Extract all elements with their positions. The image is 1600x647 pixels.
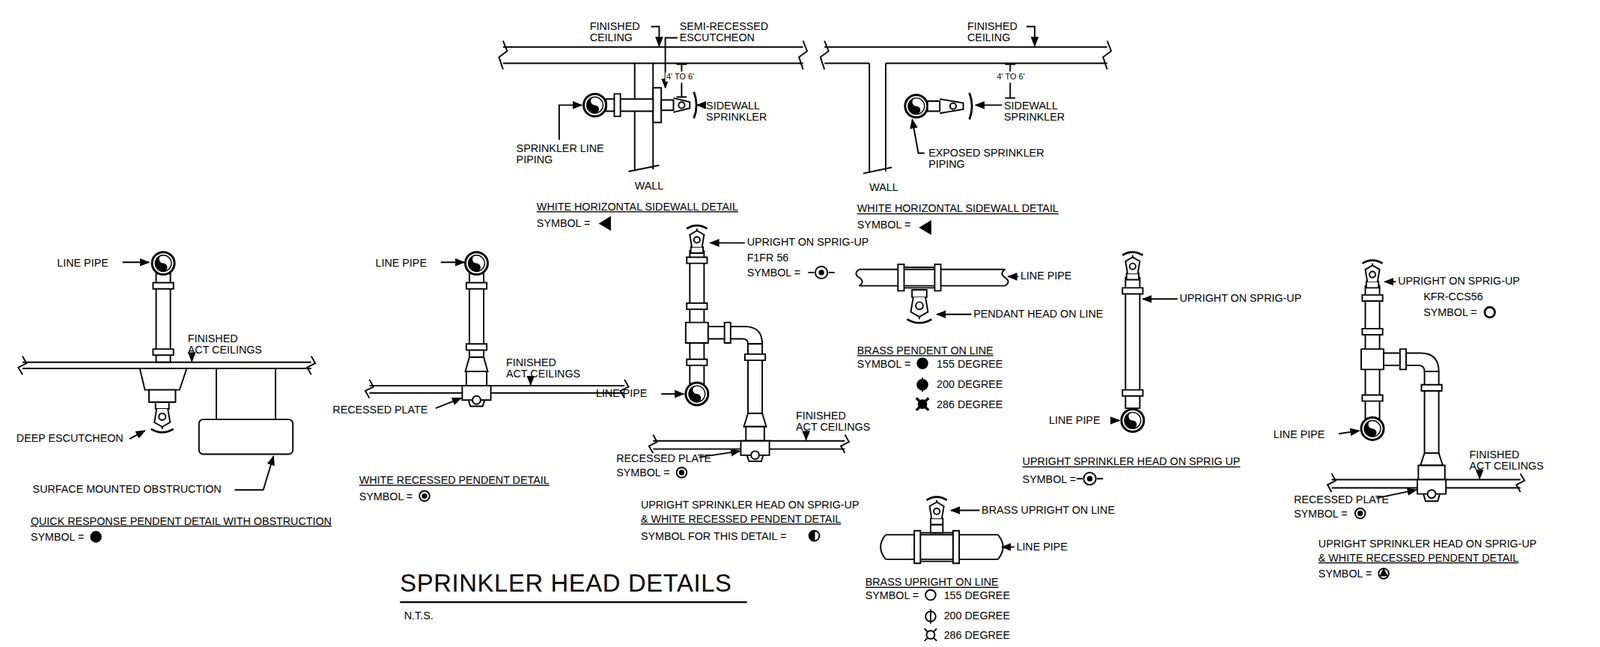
annotation-label: WALL (869, 181, 898, 194)
annotation-label: SYMBOL = (747, 267, 801, 279)
annotation-label: SIDEWALL SPRINKLER (1004, 100, 1065, 123)
annotation-label: UPRIGHT SPRINKLER HEAD ON SPRIG-UP (640, 498, 860, 510)
annotation-label: UPRIGHT ON SPRIG-UP (1397, 275, 1520, 287)
annotation-label: FINISHED ACT CEILINGS (795, 410, 871, 433)
annotation-label: WALL (634, 180, 664, 192)
annotation-label: KFR-CCS56 (1423, 290, 1484, 302)
annotation-label: UPRIGHT SPRINKLER HEAD ON SPRIG-UP (1318, 537, 1538, 549)
annotation-label: 155 DEGREE (936, 357, 1003, 370)
annotation-label: LINE PIPE (56, 256, 108, 269)
brass-upright-on-line (880, 497, 1015, 641)
annotation-label: SIDEWALL SPRINKLER (706, 100, 767, 123)
annotation-label: SEMI-RECESSED ESCUTCHEON (679, 20, 769, 43)
annotation-label: RECESSED PLATE (1293, 494, 1389, 506)
annotation-label: SYMBOL FOR THIS DETAIL = (640, 530, 787, 543)
annotation-label: EXPOSED SPRINKLER PIPING (928, 146, 1044, 170)
annotation-label: F1FR 56 (747, 252, 790, 264)
annotation-label: BRASS PENDENT ON LINE (857, 345, 994, 357)
annotation-label: SYMBOL = (359, 491, 413, 503)
brass-pendent-on-line (855, 264, 1019, 411)
annotation-label: LINE PIPE (1016, 540, 1067, 552)
annotation-label: BRASS UPRIGHT ON LINE (865, 576, 999, 588)
upright-and-recessed-pendent-detail (649, 225, 850, 541)
annotation-label: SYMBOL = (1293, 508, 1347, 520)
annotation-label: PENDANT HEAD ON LINE (973, 308, 1103, 320)
annotation-label: & WHITE RECESSED PENDENT DETAIL (640, 513, 841, 525)
annotation-label: SPRINKLER LINE PIPING (516, 143, 605, 166)
upright-and-recessed-pendent-detail-kfr (1327, 260, 1525, 579)
annotation-label: 286 DEGREE (944, 629, 1011, 641)
annotation-label: UPRIGHT ON SPRIG-UP (747, 236, 870, 248)
annotation-label: WHITE HORIZONTAL SIDEWALL DETAIL (857, 202, 1059, 215)
annotation-label: LINE PIPE (375, 256, 427, 269)
annotation-label: FINISHED ACT CEILINGS (187, 332, 263, 355)
upright-on-sprig-up-detail (1076, 252, 1178, 486)
annotation-label: 286 DEGREE (936, 399, 1003, 411)
annotation-label: FINISHED CEILING (589, 20, 641, 43)
annotation-label: LINE PIPE (1020, 270, 1072, 282)
annotation-label: SURFACE MOUNTED OBSTRUCTION (32, 483, 222, 495)
annotation-label: LINE PIPE (595, 387, 647, 400)
sidewall-detail-recessed (498, 26, 808, 230)
annotation-label: FINISHED ACT CEILINGS (506, 357, 581, 380)
sheet-title: SPRINKLER HEAD DETAILS (399, 569, 732, 598)
annotation-label: WHITE HORIZONTAL SIDEWALL DETAIL (536, 200, 739, 212)
quick-response-pendent-detail (18, 252, 316, 543)
annotation-label: SYMBOL = (1423, 306, 1477, 319)
annotation-label: FINISHED CEILING (967, 20, 1018, 43)
title-underline (399, 601, 747, 603)
annotation-label: BRASS UPRIGHT ON LINE (981, 503, 1115, 516)
annotation-label: SYMBOL = (30, 531, 84, 543)
annotation-label: RECESSED PLATE (616, 452, 712, 465)
annotation-label: LINE PIPE (1048, 414, 1100, 426)
annotation-label: QUICK RESPONSE PENDENT DETAIL WITH OBSTR… (30, 515, 332, 527)
annotation-label: SYMBOL = (616, 467, 670, 479)
sidewall-detail-exposed (820, 26, 1112, 234)
annotation-label: LINE PIPE (1273, 428, 1325, 440)
annotation-label: SYMBOL = (536, 217, 590, 229)
annotation-label: RECESSED PLATE (332, 404, 428, 416)
annotation-label: SYMBOL = (1022, 473, 1076, 485)
annotation-label: 4' TO 6' (995, 72, 1026, 82)
annotation-label: 155 DEGREE (944, 589, 1011, 602)
annotation-label: N.T.S. (404, 610, 434, 622)
annotation-label: WHITE RECESSED PENDENT DETAIL (359, 474, 550, 486)
annotation-label: 200 DEGREE (944, 610, 1011, 622)
annotation-label: SYMBOL = (1318, 568, 1372, 580)
annotation-label: 4' TO 6' (665, 72, 696, 82)
white-recessed-pendent-detail (365, 252, 629, 502)
annotation-label: SYMBOL = (857, 219, 911, 231)
annotation-label: 200 DEGREE (936, 378, 1003, 391)
annotation-label: SYMBOL = (857, 357, 911, 370)
annotation-label: DEEP ESCUTCHEON (16, 432, 124, 444)
annotation-label: UPRIGHT ON SPRIG-UP (1179, 292, 1302, 304)
annotation-label: & WHITE RECESSED PENDENT DETAIL (1318, 551, 1519, 564)
annotation-label: UPRIGHT SPRINKLER HEAD ON SPRIG UP (1022, 455, 1241, 468)
annotation-label: SYMBOL = (865, 589, 919, 602)
annotation-label: FINISHED ACT CEILINGS (1469, 449, 1544, 472)
